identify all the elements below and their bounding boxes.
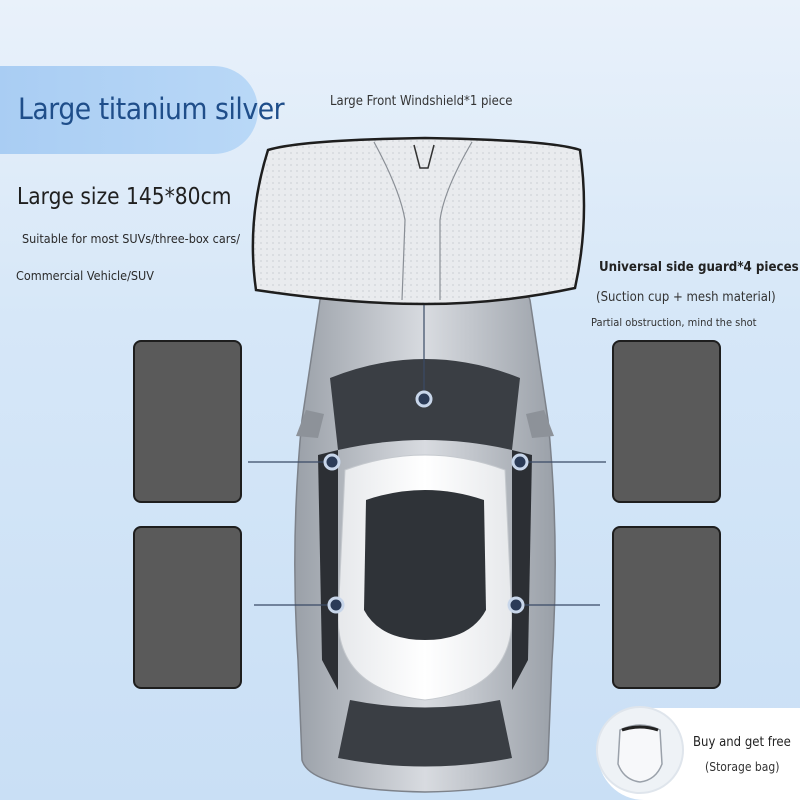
windshield-label: Large Front Windshield*1 piece: [330, 94, 513, 109]
storage-bag-image: [596, 706, 684, 794]
side-guard-rear-right: [612, 526, 721, 689]
side-guard-front-left: [133, 340, 242, 503]
product-title: Large titanium silver: [18, 92, 285, 126]
side-guard-front-right: [612, 340, 721, 503]
side-guard-note: Partial obstruction, mind the shot: [591, 316, 757, 329]
title-pill: [0, 66, 258, 154]
side-guard-material: (Suction cup + mesh material): [596, 290, 776, 305]
suitable-text-2: Commercial Vehicle/SUV: [16, 268, 154, 283]
callout-dots: [323, 390, 529, 614]
side-guard-rear-left: [133, 526, 242, 689]
side-guard-title: Universal side guard*4 pieces: [599, 259, 799, 275]
windshield-shade: [251, 136, 586, 306]
bonus-title: Buy and get free: [693, 735, 791, 750]
suitable-text-1: Suitable for most SUVs/three-box cars/: [22, 231, 241, 246]
size-text: Large size 145*80cm: [17, 184, 232, 210]
bonus-item: (Storage bag): [705, 760, 780, 774]
car-body: [294, 267, 556, 793]
callout-lines: [248, 305, 606, 606]
